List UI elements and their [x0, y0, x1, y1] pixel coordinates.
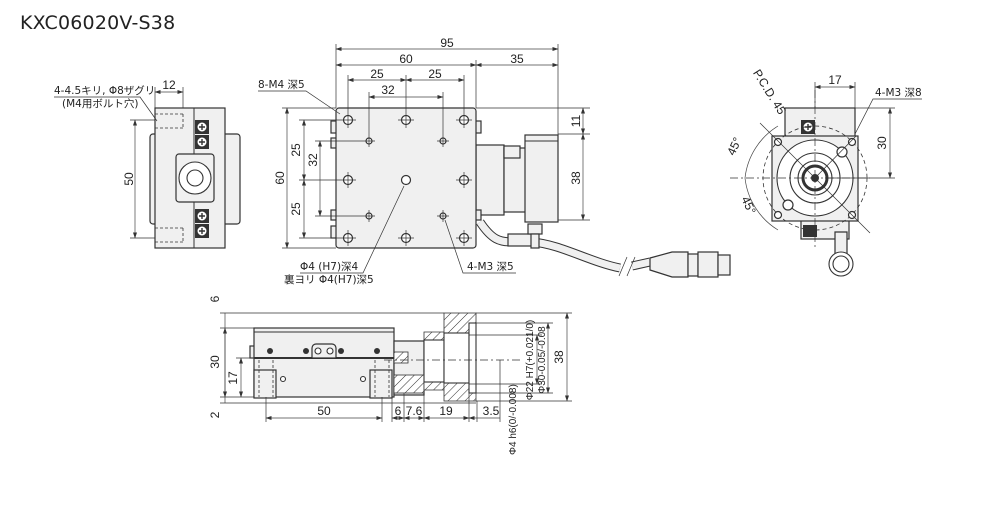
- dim-v-m3-pitch: 32: [306, 153, 320, 167]
- front-dim-top: 6: [208, 295, 222, 302]
- end-dim-offset: 17: [828, 73, 842, 87]
- screw-icon: [194, 223, 210, 239]
- dim-v-pitch-a: 25: [289, 143, 303, 157]
- dim-total-length: 95: [440, 36, 454, 50]
- note-pin-hole: Φ4 (H7)深4: [300, 261, 359, 273]
- side-dim-width: 12: [162, 78, 176, 92]
- screw-icon: [194, 119, 210, 135]
- dim-motor-length: 35: [510, 52, 524, 66]
- note-pin-hole-back: 裏ヨリ Φ4(H7)深5: [284, 273, 374, 286]
- end-view: 45° 45° P.C.D. 45 17 30 4-M3 深8: [724, 67, 922, 277]
- side-dim-height: 50: [122, 172, 136, 186]
- dim-motor-height: 38: [569, 171, 583, 185]
- note-m4-tapped: 8-M4 深5: [258, 79, 305, 91]
- mounting-holes: [340, 112, 472, 246]
- motor-body: [475, 144, 505, 216]
- dim-phi30: Φ30-0.05/-0.08: [537, 326, 548, 394]
- end-dim-height: 30: [875, 136, 889, 150]
- dim-segment-a: 6: [395, 404, 402, 418]
- top-view: 95 60 35 25 25 32 60 25 25 32 11 38 8-M4…: [258, 36, 731, 286]
- side-note-hole: 4-4.5キリ, Φ8ザグリ: [54, 84, 155, 97]
- dim-segment-d: 3.5: [483, 404, 500, 418]
- end-note-m3: 4-M3 深8: [875, 87, 922, 99]
- dim-stage-width: 60: [273, 171, 287, 185]
- note-m3-tapped: 4-M3 深5: [467, 261, 514, 273]
- dim-stage-length: 60: [399, 52, 413, 66]
- dim-segment-c: 19: [439, 404, 453, 418]
- dim-v-pitch-b: 25: [289, 202, 303, 216]
- cable-connector: [649, 251, 689, 278]
- pcd-label: P.C.D. 45: [750, 67, 789, 117]
- front-dim-bottom: 2: [208, 411, 222, 418]
- side-view: 12 50 4-4.5キリ, Φ8ザグリ (M4用ボルト穴): [54, 78, 241, 249]
- screw-icon: [194, 208, 210, 224]
- dim-flange-size: 38: [552, 350, 566, 364]
- dim-motor-offset: 11: [569, 114, 583, 127]
- screw-icon: [194, 134, 210, 150]
- encoder-body: [524, 134, 559, 223]
- angle-bottom-label: 45°: [738, 194, 758, 217]
- dim-phi22: Φ22 H7(+0.021/0): [525, 320, 536, 401]
- side-note-bolt: (M4用ボルト穴): [62, 97, 138, 110]
- dim-pitch-b: 25: [428, 67, 442, 81]
- front-view: 6 30 2 17 50 6 7.6 19 3.5 38 Φ30-0.05/-0…: [208, 295, 572, 455]
- front-dim-center: 17: [226, 371, 240, 385]
- drawing-title: KXC06020V-S38: [20, 12, 176, 34]
- dim-segment-b: 7.6: [406, 404, 423, 418]
- angle-top-label: 45°: [724, 135, 744, 158]
- dim-hole-pitch: 50: [317, 404, 331, 418]
- dim-m3-pitch: 32: [381, 83, 395, 97]
- dim-pitch-a: 25: [370, 67, 384, 81]
- end-stage-block: [784, 107, 856, 139]
- front-dim-height: 30: [208, 355, 222, 369]
- dim-shaft: Φ4 h6(0/-0.008): [508, 384, 519, 455]
